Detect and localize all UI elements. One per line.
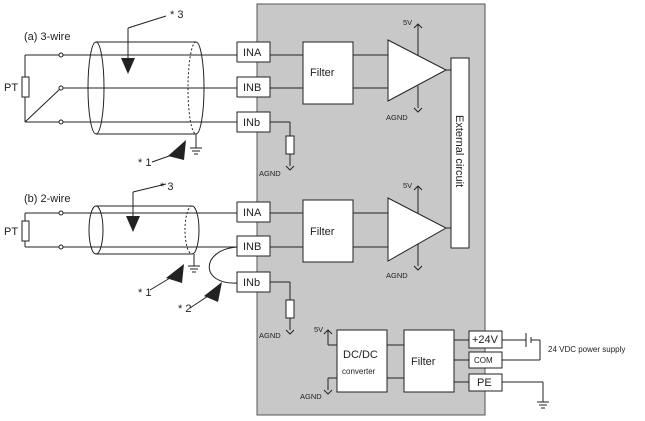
- port-inb-b-label: INB: [243, 241, 261, 253]
- filter-b: [302, 199, 354, 263]
- resistor-a: [285, 135, 295, 155]
- power-supply-label: 24 VDC power supply: [548, 345, 625, 354]
- port-com-label: COM: [474, 356, 493, 365]
- port-ina-a: [236, 41, 271, 63]
- arrow-icon: [166, 264, 184, 283]
- note-star3-b: * 3: [160, 181, 173, 193]
- ground-icon: [190, 147, 202, 155]
- external-circuit-label: External circuit: [453, 115, 465, 187]
- note-star1-a: * 1: [138, 157, 151, 169]
- port-24v-label: +24V: [472, 334, 499, 346]
- pt-label-a: PT: [4, 82, 18, 94]
- three-wire-label: (a) 3-wire: [24, 31, 70, 43]
- v5-label-a: 5V: [403, 18, 412, 27]
- dcdc-converter: [336, 329, 388, 393]
- arrow-icon: [204, 282, 222, 302]
- arrow-icon: [126, 216, 140, 232]
- two-wire-label: (b) 2-wire: [24, 193, 70, 205]
- pt-sensor-b: [21, 220, 30, 242]
- v5-label-b: 5V: [403, 181, 412, 190]
- port-inb-a-label: INB: [243, 82, 261, 94]
- port-inb-small-b-label: INb: [243, 277, 260, 289]
- port-inb-small-a-label: INb: [243, 117, 260, 129]
- filter-b-label: Filter: [310, 226, 335, 238]
- agnd-label-b2: AGND: [386, 271, 408, 280]
- resistor-b: [285, 299, 295, 319]
- ground-icon: [537, 401, 549, 409]
- amplifier-b: [387, 197, 448, 262]
- agnd-label-b1: AGND: [259, 331, 281, 340]
- filter-power: [403, 329, 455, 393]
- port-ina-b: [236, 201, 271, 223]
- port-ina-b-label: INA: [243, 207, 262, 219]
- port-inb-a: [236, 76, 271, 98]
- note-star2-b: * 2: [178, 303, 191, 315]
- v5-label-p: 5V: [314, 325, 323, 334]
- filter-a-label: Filter: [310, 67, 335, 79]
- agnd-label-p: AGND: [300, 392, 322, 401]
- arrow-icon: [121, 58, 135, 74]
- filter-a: [302, 41, 354, 105]
- port-inb-b: [236, 235, 271, 257]
- note-star1-b: * 1: [138, 287, 151, 299]
- port-pe-label: PE: [477, 377, 492, 389]
- ground-icon: [188, 265, 200, 273]
- pt-sensor-a: [21, 76, 30, 98]
- external-circuit: [450, 57, 470, 249]
- arrow-icon: [168, 140, 186, 160]
- port-ina-a-label: INA: [243, 47, 262, 59]
- dcdc-line1: DC/DC: [343, 349, 378, 361]
- filter-power-label: Filter: [411, 356, 436, 368]
- pt-label-b: PT: [4, 226, 18, 238]
- agnd-label-a1: AGND: [259, 169, 281, 178]
- amplifier-a: [387, 39, 448, 102]
- note-star3-a: * 3: [170, 9, 183, 21]
- agnd-label-a2: AGND: [386, 113, 408, 122]
- dcdc-line2: converter: [342, 367, 376, 376]
